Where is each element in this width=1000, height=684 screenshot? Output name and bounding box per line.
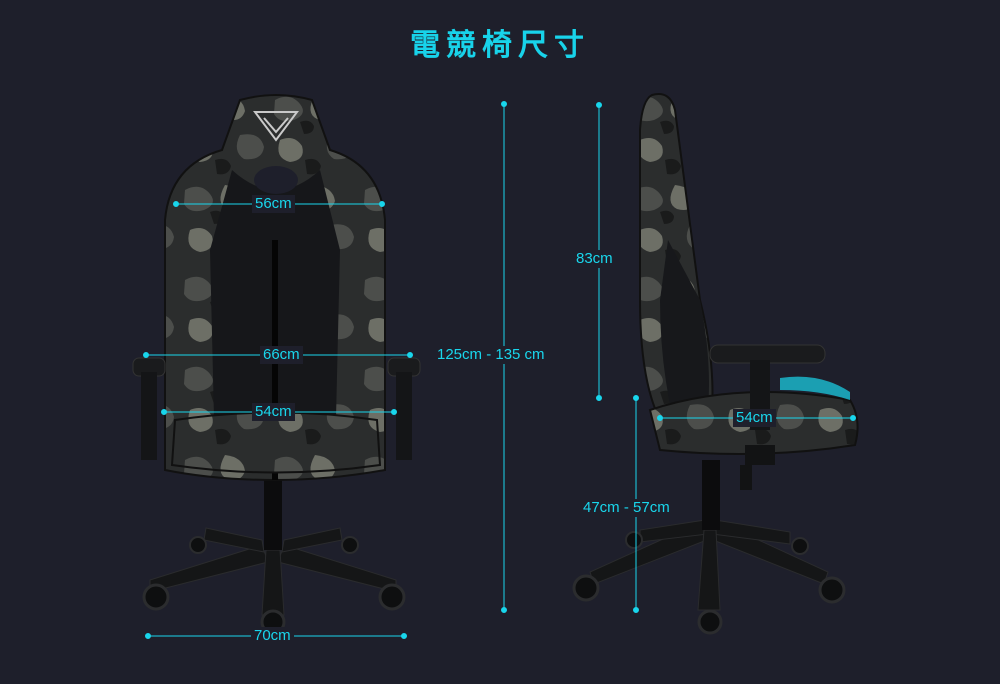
seat-width-label: 54cm [252,403,295,421]
armrest-width-label: 66cm [260,346,303,364]
page-title: 電競椅尺寸 [410,28,590,63]
seat-height-label: 47cm - 57cm [580,499,673,517]
total-height-label: 125cm - 135 cm [434,346,548,364]
backrest-height-label: 83cm [573,250,616,268]
front-chair [132,94,421,635]
seat-depth-label: 54cm [733,409,776,427]
headrest-width-label: 56cm [252,195,295,213]
base-width-label: 70cm [251,627,294,645]
side-chair [572,93,859,635]
